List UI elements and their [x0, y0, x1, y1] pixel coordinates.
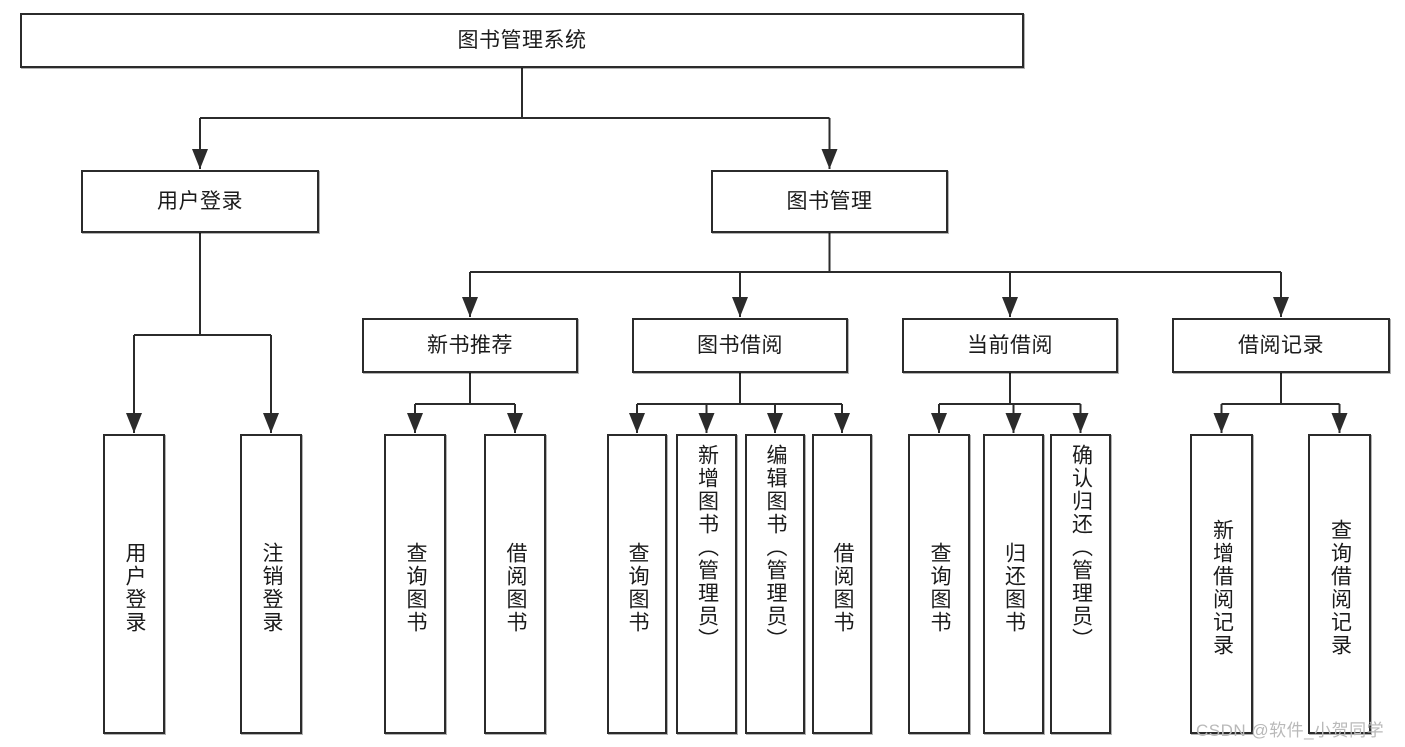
- node-leaf-confirm-return[interactable]: 确认归还（管理员）: [1050, 434, 1111, 734]
- node-borrow-record[interactable]: 借阅记录: [1172, 318, 1390, 373]
- node-label: 借阅图书: [504, 542, 528, 634]
- node-leaf-query-book-1[interactable]: 查询图书: [384, 434, 446, 734]
- node-new-book-rec[interactable]: 新书推荐: [362, 318, 578, 373]
- node-leaf-add-book[interactable]: 新增图书（管理员）: [676, 434, 737, 734]
- node-leaf-user-login[interactable]: 用户登录: [103, 434, 165, 734]
- node-user-login[interactable]: 用户登录: [81, 170, 319, 233]
- node-label: 新增借阅记录: [1210, 519, 1234, 657]
- node-label: 查询图书: [404, 542, 428, 634]
- node-label: 图书管理系统: [457, 28, 587, 52]
- node-leaf-add-record[interactable]: 新增借阅记录: [1190, 434, 1253, 734]
- node-label: 注销登录: [260, 542, 284, 634]
- node-book-manage[interactable]: 图书管理: [711, 170, 948, 233]
- node-label: 图书借阅: [697, 333, 783, 357]
- node-label: 查询借阅记录: [1328, 519, 1352, 657]
- node-book-borrow[interactable]: 图书借阅: [632, 318, 848, 373]
- node-label: 当前借阅: [967, 333, 1053, 357]
- node-leaf-query-book-3[interactable]: 查询图书: [908, 434, 970, 734]
- node-leaf-edit-book[interactable]: 编辑图书（管理员）: [745, 434, 805, 734]
- csdn-watermark: CSDN @软件_小贺同学: [1196, 721, 1385, 740]
- node-label: 新书推荐: [427, 333, 513, 357]
- node-label: 确认归还（管理员）: [1069, 444, 1093, 651]
- node-label: 图书管理: [786, 189, 873, 213]
- node-label: 借阅记录: [1238, 333, 1324, 357]
- node-label: 归还图书: [1002, 542, 1026, 634]
- node-leaf-query-record[interactable]: 查询借阅记录: [1308, 434, 1371, 734]
- node-leaf-borrow-book-1[interactable]: 借阅图书: [484, 434, 546, 734]
- node-label: 查询图书: [928, 542, 952, 634]
- node-label: 编辑图书（管理员）: [764, 444, 788, 651]
- node-label: 用户登录: [123, 542, 147, 634]
- node-leaf-return-book[interactable]: 归还图书: [983, 434, 1044, 734]
- node-leaf-query-book-2[interactable]: 查询图书: [607, 434, 667, 734]
- node-label: 查询图书: [626, 542, 650, 634]
- node-leaf-borrow-book-2[interactable]: 借阅图书: [812, 434, 872, 734]
- node-label: 新增图书（管理员）: [695, 444, 719, 651]
- node-label: 借阅图书: [831, 542, 855, 634]
- node-leaf-logout[interactable]: 注销登录: [240, 434, 302, 734]
- node-label: 用户登录: [157, 189, 243, 213]
- node-root[interactable]: 图书管理系统: [20, 13, 1024, 68]
- node-current-borrow[interactable]: 当前借阅: [902, 318, 1118, 373]
